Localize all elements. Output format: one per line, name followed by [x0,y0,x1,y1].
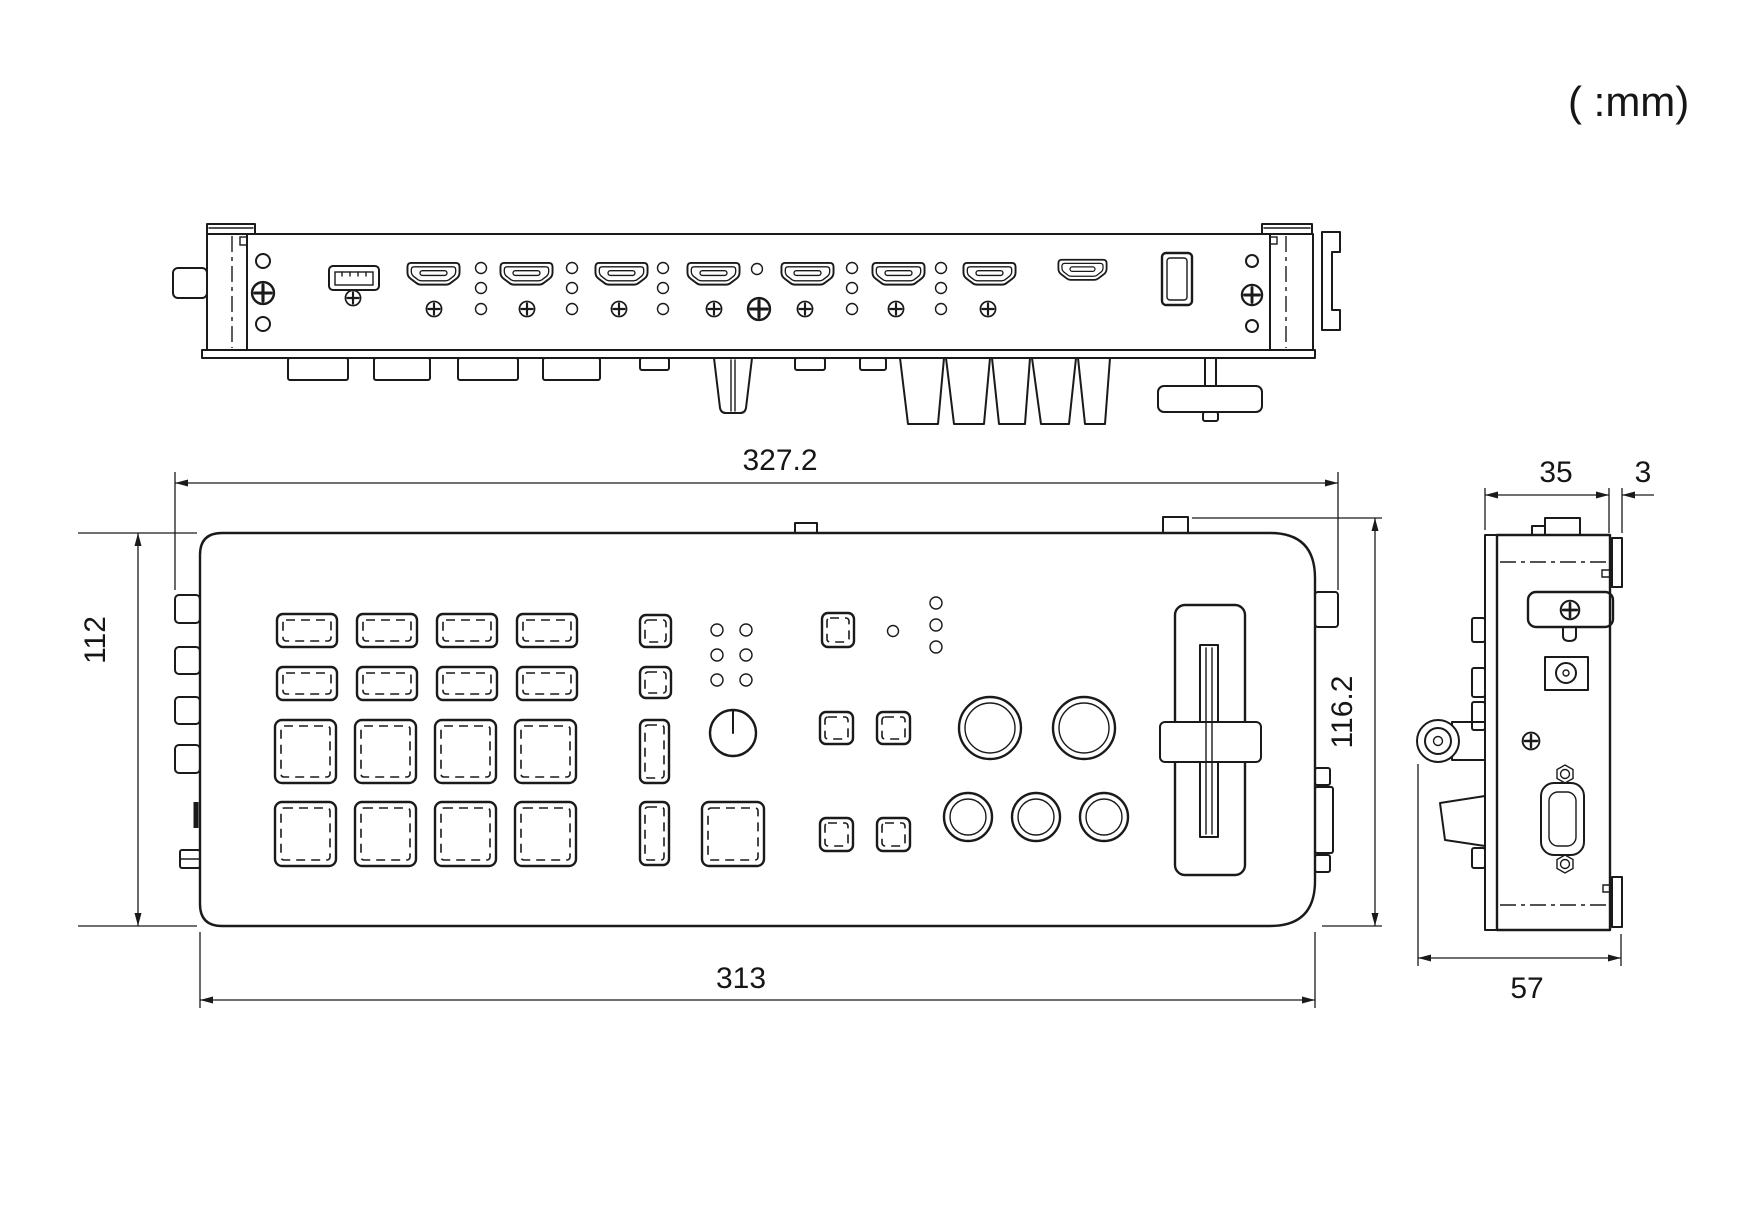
button [433,800,498,868]
medium-knob [1078,791,1130,843]
button [513,800,578,868]
button [353,718,418,785]
medium-knob [1010,791,1062,843]
vent-holes [474,261,948,316]
dim-side-plate-thickness: 3 [1635,456,1652,489]
right-edge-tabs [1314,591,1339,873]
button [515,612,579,649]
fader-rear-profile [1157,357,1263,422]
usb-port [328,265,380,291]
rear-top-tab-left [206,223,256,235]
button [273,718,338,785]
dsub-connector [1540,764,1585,874]
screw-icon [979,300,997,318]
large-knob [1051,695,1117,761]
side-view [1416,517,1623,932]
screw-icon [1240,283,1264,307]
button [515,665,579,702]
side-foot [1439,795,1486,847]
button [638,665,673,700]
rear-body [206,233,1314,351]
screw-icon [518,300,536,318]
button [275,612,339,649]
dc-jack [1544,656,1589,691]
top-body [198,531,1317,928]
side-bracket [1526,590,1615,642]
fader-handle-side [1544,517,1581,536]
front-edge-jacks [174,594,201,774]
rear-view [172,223,1341,425]
button [875,710,912,746]
side-body [1495,533,1612,932]
rotary-knob [708,708,758,758]
dim-top-overall-width: 327.2 [742,444,817,477]
knob-rear-profile [713,357,753,414]
hdmi-port [1057,258,1108,281]
rear-top-tab-right [1261,223,1313,235]
hdmi-port [406,261,461,286]
screw-icon [1559,599,1581,621]
dim-side-top-width: 35 [1539,456,1572,489]
security-slot [179,849,201,869]
rear-feet [287,357,887,381]
dimension-annotations: 327.2 112 116.2 313 35 3 57 [78,444,1654,1008]
screw-icon [425,300,443,318]
button [353,800,418,868]
button [875,816,912,853]
medium-knob [942,791,994,843]
screw-icon [344,289,362,307]
hdmi-port [871,261,926,286]
screw-icon [887,300,905,318]
hdmi-port [780,261,835,286]
button [275,665,339,702]
rear-left-connector [172,267,208,299]
button [435,612,499,649]
screw-icon [705,300,723,318]
dim-top-overall-depth: 116.2 [1326,676,1359,749]
knob-cluster-rear [899,357,1111,425]
hdmi-port [594,261,649,286]
button [355,665,419,702]
button-grid [273,611,912,868]
rear-bottom-strip [201,349,1316,359]
fader-handle [1159,721,1262,763]
screw-icon [610,300,628,318]
button [818,710,855,746]
dim-side-overall-depth: 57 [1510,972,1543,1005]
button [435,665,499,702]
dim-top-body-width: 313 [716,962,766,995]
button [273,800,338,868]
hdmi-port [686,261,741,286]
button [638,718,671,785]
large-knob [957,695,1023,761]
button [433,718,498,785]
front-jack-side-profile [1416,719,1486,763]
side-front-tabs [1471,617,1486,869]
button [638,800,671,867]
screw-icon [250,280,276,306]
screw-icon [796,300,814,318]
button [818,816,855,853]
power-switch [1160,251,1194,307]
button [355,612,419,649]
indicator-holes [710,596,943,687]
screw-icon [746,296,772,322]
hdmi-port [962,261,1017,286]
unit-note: ( :mm) [1568,78,1689,125]
rear-right-bracket [1321,231,1341,331]
button [700,800,766,868]
button [513,718,578,785]
side-rear-plate-bottom [1611,876,1623,928]
screw-icon [1521,731,1541,751]
t-bar-fader [1159,603,1262,877]
hdmi-port [499,261,554,286]
side-front-lip [1484,534,1498,931]
side-rear-plate-top [1611,537,1623,588]
dim-top-depth: 112 [79,616,112,664]
button [638,613,673,649]
button [820,611,856,649]
top-view [174,516,1339,928]
